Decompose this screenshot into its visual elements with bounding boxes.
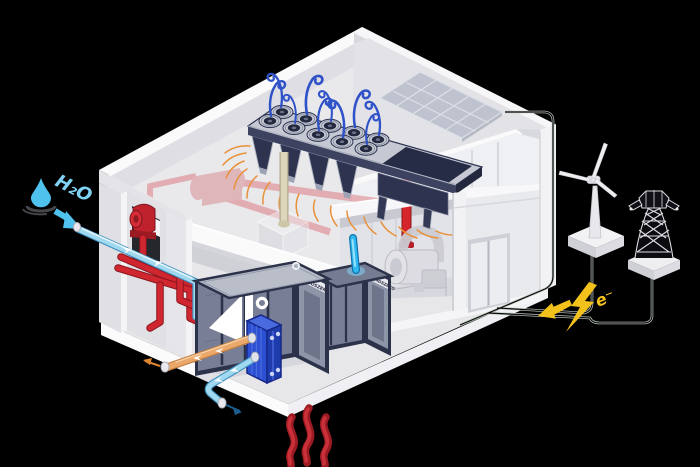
plate-heat-exchanger bbox=[245, 314, 283, 385]
back-left-parapet-inner bbox=[107, 32, 370, 201]
back-left-parapet-top bbox=[99, 27, 374, 176]
mining-rig-rack bbox=[222, 72, 503, 239]
inlet-flow-arrows bbox=[122, 247, 162, 267]
electricity-arrow-icon bbox=[538, 299, 572, 319]
coolant-pipe-top bbox=[347, 234, 365, 276]
transmission-tower bbox=[628, 190, 680, 280]
exhaust-duct bbox=[278, 152, 290, 228]
hot-output-pipe bbox=[143, 332, 257, 373]
water-pump bbox=[129, 203, 156, 240]
wind-turbine bbox=[558, 142, 624, 258]
warm-output-pipe bbox=[204, 351, 260, 415]
solar-panel bbox=[378, 71, 504, 142]
heat-waves-icon bbox=[286, 404, 332, 467]
building-cutaway: ATMOSZERO ATMOSZERO bbox=[74, 27, 556, 417]
heat-pump-container-right: ATMOSZERO bbox=[307, 234, 396, 356]
ghost-pump bbox=[384, 225, 447, 314]
lightning-bolt-icon bbox=[566, 282, 597, 332]
back-right-parapet-top bbox=[354, 27, 555, 130]
droplet-ripples bbox=[22, 205, 57, 216]
droplet-icon bbox=[31, 178, 51, 208]
